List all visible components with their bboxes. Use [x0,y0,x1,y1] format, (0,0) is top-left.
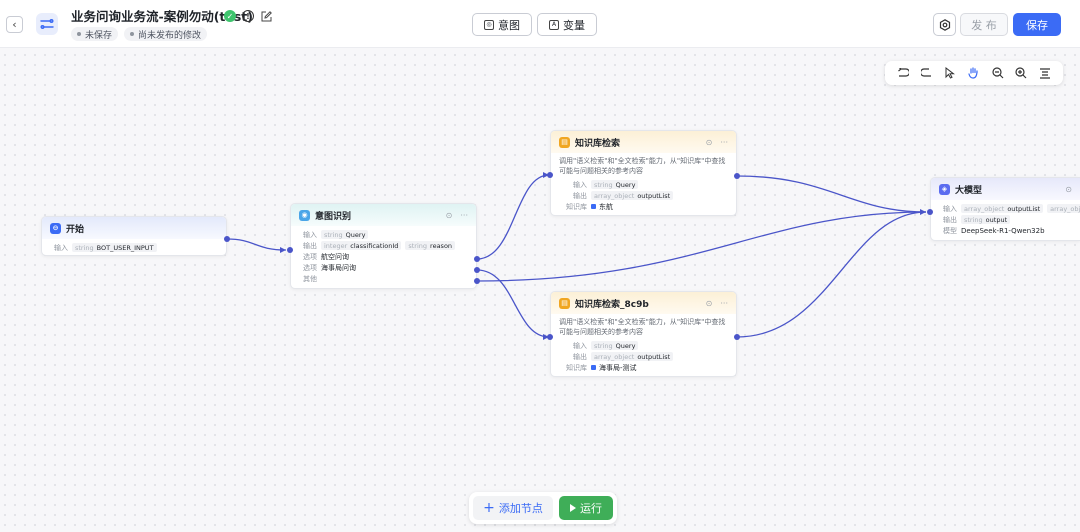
llm-model-name: DeepSeek-R1-Qwen32b [961,226,1045,235]
llm-node-header: ◈ 大模型 ⊙ [931,178,1080,200]
node-settings-icon[interactable]: ⊙ [705,298,713,308]
publish-button[interactable]: 发 布 [960,13,1008,36]
node-settings-icon[interactable]: ⊙ [1065,184,1072,194]
canvas-toolbar [885,61,1063,85]
chevron-left-icon: ‹ [12,18,17,31]
llm-node-title: 大模型 [955,185,983,196]
target-icon: ◎ [484,19,494,30]
start-node-header: ⊖ 开始 [42,217,226,239]
kb1-node-title: 知识库检索 [575,138,621,149]
more-icon[interactable]: ··· [460,210,468,220]
kb2-output-port[interactable] [734,334,740,340]
start-input-label: 输入 [54,243,68,252]
variable-button[interactable]: A 变量 [537,13,597,36]
check-circle-icon: ✓ [224,10,236,22]
start-icon: ⊖ [50,222,61,234]
unsaved-status-badge: 未保存 [71,27,119,41]
kb2-node-header: ▤ 知识库检索_8c9b ⊙ ··· [551,292,736,314]
llm-input-port[interactable] [927,209,933,215]
undo-icon[interactable] [896,66,910,80]
edge-intent-kb2 [476,269,550,338]
intent-node-title: 意图识别 [315,211,352,222]
intent-option-other: 其他 [303,274,317,283]
intent-option2-port[interactable] [474,267,480,273]
pointer-icon[interactable] [943,66,957,80]
plus-icon: + [483,500,495,516]
exclamation-circle-icon[interactable]: ! [242,10,254,22]
variable-icon: A [549,19,559,30]
zoom-out-icon[interactable] [991,66,1005,80]
gear-icon [939,18,950,31]
kb2-knowledge-base: 海事局-测试 [591,363,637,373]
unpublished-status-badge: 尚未发布的修改 [124,27,208,41]
start-output-port[interactable] [224,236,230,242]
kb2-input-port[interactable] [547,334,553,340]
bottom-action-bar: + 添加节点 运行 [469,492,617,524]
intent-option1-port[interactable] [474,256,480,262]
database-icon [591,204,596,209]
edge-intent-kb1 [476,174,550,260]
layout-icon[interactable] [1038,66,1052,80]
book-icon: ▤ [559,136,570,148]
workflow-title: 业务问询业务流-案例勿动(test) [71,9,253,24]
workflow-icon [36,13,58,35]
back-button[interactable]: ‹ [6,16,23,33]
kb1-knowledge-base: 东航 [591,202,613,212]
more-icon[interactable]: ··· [720,137,728,147]
edge-intent-llm [476,211,927,282]
run-button[interactable]: 运行 [559,496,613,520]
intent-option-1: 航空问询 [321,252,349,261]
book-icon: ▤ [559,297,570,309]
hand-icon[interactable] [967,66,981,80]
settings-button[interactable] [933,13,956,36]
top-header: ‹ 业务问询业务流-案例勿动(test) ✓ ! 未保存 尚未发布的修改 ◎ 意… [0,0,1080,48]
knowledge-retrieval-node-8c9b[interactable]: ▤ 知识库检索_8c9b ⊙ ··· 调用"语义检索"和"全文检索"能力，从"知识… [550,291,737,377]
intent-button[interactable]: ◎ 意图 [472,13,532,36]
intent-input-port[interactable] [287,247,293,253]
kb1-node-header: ▤ 知识库检索 ⊙ ··· [551,131,736,153]
kb2-description: 调用"语义检索"和"全文检索"能力，从"知识库"中查找可能与问题相关的参考内容 [559,318,726,336]
kb1-description: 调用"语义检索"和"全文检索"能力，从"知识库"中查找可能与问题相关的参考内容 [559,157,726,175]
bulb-icon: ◉ [299,209,310,221]
kb2-node-title: 知识库检索_8c9b [575,299,649,310]
more-icon[interactable]: ··· [720,298,728,308]
intent-option-2: 海事局问询 [321,263,356,272]
node-settings-icon[interactable]: ⊙ [445,210,453,220]
intent-other-port[interactable] [474,278,480,284]
redo-icon[interactable] [920,66,934,80]
edit-icon[interactable] [260,10,272,22]
add-node-button[interactable]: + 添加节点 [473,496,553,520]
play-icon [570,504,576,512]
kb1-output-port[interactable] [734,173,740,179]
model-icon: ◈ [939,183,950,195]
zoom-in-icon[interactable] [1014,66,1028,80]
intent-node-header: ◉ 意图识别 ⊙ ··· [291,204,476,226]
save-button[interactable]: 保存 [1013,13,1061,36]
start-node-title: 开始 [66,224,85,235]
kb1-input-port[interactable] [547,172,553,178]
database-icon [591,365,596,370]
node-settings-icon[interactable]: ⊙ [705,137,713,147]
edge-kb2-llm [736,211,927,338]
knowledge-retrieval-node[interactable]: ▤ 知识库检索 ⊙ ··· 调用"语义检索"和"全文检索"能力，从"知识库"中查找… [550,130,737,216]
edge-start-intent [226,238,287,251]
edge-kb1-llm [736,175,927,213]
